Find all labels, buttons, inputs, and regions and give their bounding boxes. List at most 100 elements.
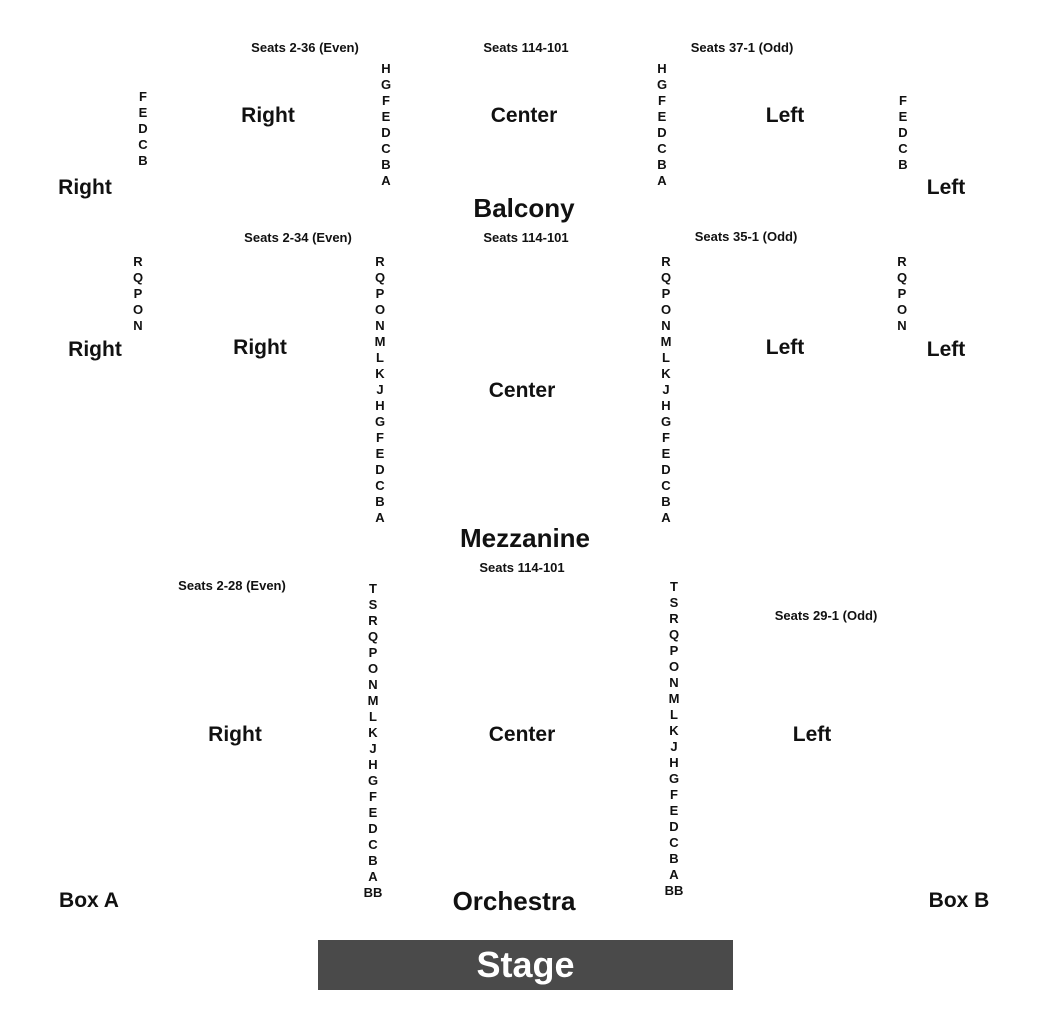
balcony-right-label: Right xyxy=(241,104,295,127)
row-letter: M xyxy=(660,334,672,349)
row-letter: H xyxy=(669,755,679,770)
row-letter: H xyxy=(381,61,391,76)
row-letter: O xyxy=(374,302,386,317)
row-letter: A xyxy=(669,867,679,882)
row-letter: E xyxy=(898,109,908,124)
mezzanine-left-seats-note: Seats 35-1 (Odd) xyxy=(694,229,798,244)
row-letter: H xyxy=(375,398,385,413)
stage-label: Stage xyxy=(476,944,575,985)
row-letter: F xyxy=(670,787,678,802)
row-letter: C xyxy=(669,835,679,850)
mezzanine-right-side-label: Right xyxy=(68,338,122,361)
row-letter: G xyxy=(656,77,668,92)
orchestra-right-label: Right xyxy=(208,723,262,746)
row-letter: A xyxy=(375,510,385,525)
row-letter: J xyxy=(662,382,670,397)
row-letter: M xyxy=(668,691,680,706)
orchestra-right-seats-note: Seats 2-28 (Even) xyxy=(178,578,286,593)
row-letter: G xyxy=(380,77,392,92)
row-letter: BB xyxy=(363,885,383,900)
row-letter: F xyxy=(139,89,147,104)
row-letter: F xyxy=(662,430,670,445)
row-letter: H xyxy=(661,398,671,413)
row-letter: A xyxy=(381,173,391,188)
row-letter: N xyxy=(661,318,671,333)
row-letter: L xyxy=(670,707,678,722)
row-letter: BB xyxy=(664,883,684,898)
row-letter: P xyxy=(669,643,679,658)
row-letter: E xyxy=(375,446,385,461)
row-letter: O xyxy=(896,302,908,317)
row-letter: H xyxy=(368,757,378,772)
row-letter: M xyxy=(367,693,379,708)
row-letter: J xyxy=(369,741,377,756)
row-letter: F xyxy=(658,93,666,108)
row-letter: A xyxy=(657,173,667,188)
row-letter: T xyxy=(369,581,377,596)
balcony-left-side-label: Left xyxy=(926,176,966,199)
row-letter: K xyxy=(375,366,385,381)
row-letter: D xyxy=(661,462,671,477)
row-letter: C xyxy=(661,478,671,493)
row-letter: L xyxy=(376,350,384,365)
box-b-label: Box B xyxy=(928,889,990,912)
row-letter: H xyxy=(657,61,667,76)
row-letter: N xyxy=(375,318,385,333)
row-letter: E xyxy=(368,805,378,820)
row-letter: L xyxy=(662,350,670,365)
row-letter: G xyxy=(374,414,386,429)
row-letter: E xyxy=(669,803,679,818)
mezzanine-section-title: Mezzanine xyxy=(459,523,591,553)
orchestra-left-label: Left xyxy=(792,723,832,746)
row-letter: B xyxy=(375,494,385,509)
row-letter: K xyxy=(368,725,378,740)
balcony-right-side-label: Right xyxy=(58,176,112,199)
mezzanine-left-label: Left xyxy=(765,336,805,359)
row-letter: E xyxy=(657,109,667,124)
balcony-right-seats-note: Seats 2-36 (Even) xyxy=(251,40,359,55)
mezzanine-center-label: Center xyxy=(488,379,556,402)
mezzanine-right-label: Right xyxy=(233,336,287,359)
row-letter: O xyxy=(660,302,672,317)
mezzanine-left-side-label: Left xyxy=(926,338,966,361)
balcony-center-seats-note: Seats 114-101 xyxy=(483,40,569,55)
row-letter: G xyxy=(660,414,672,429)
row-letter: P xyxy=(375,286,385,301)
row-letter: B xyxy=(657,157,667,172)
row-letter: C xyxy=(381,141,391,156)
balcony-section-title: Balcony xyxy=(473,193,575,223)
row-letter: R xyxy=(375,254,385,269)
row-letter: K xyxy=(669,723,679,738)
row-letter: R xyxy=(669,611,679,626)
row-letter: P xyxy=(368,645,378,660)
row-letter: C xyxy=(898,141,908,156)
row-letter: B xyxy=(368,853,378,868)
mezzanine-center-seats-note: Seats 114-101 xyxy=(483,230,569,245)
row-letter: D xyxy=(368,821,378,836)
row-letter: B xyxy=(381,157,391,172)
row-letter: E xyxy=(381,109,391,124)
row-letter: A xyxy=(368,869,378,884)
row-letter: T xyxy=(670,579,678,594)
row-letter: R xyxy=(133,254,143,269)
orchestra-center-label: Center xyxy=(488,723,556,746)
row-letter: G xyxy=(367,773,379,788)
row-letter: B xyxy=(898,157,908,172)
row-letter: Q xyxy=(668,627,680,642)
row-letter: N xyxy=(133,318,143,333)
row-letter: J xyxy=(376,382,384,397)
row-letter: B xyxy=(669,851,679,866)
row-letter: C xyxy=(657,141,667,156)
row-letter: C xyxy=(375,478,385,493)
row-letter: B xyxy=(661,494,671,509)
row-letter: O xyxy=(132,302,144,317)
row-letter: D xyxy=(898,125,908,140)
stage: Stage xyxy=(318,940,733,990)
